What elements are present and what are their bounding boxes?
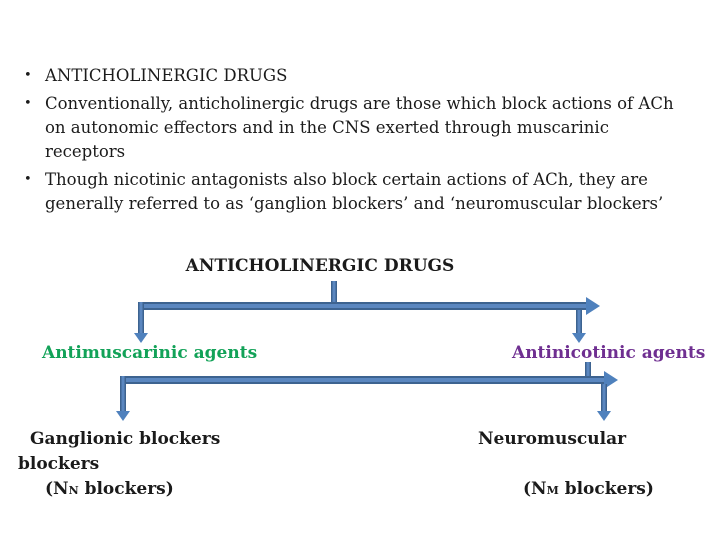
- tier2-left-drop-line: [120, 376, 126, 412]
- leaf-left-label-line2: blockers: [18, 454, 100, 474]
- tier1-left-drop-line: [138, 302, 144, 334]
- tier1-right-drop-line: [576, 310, 582, 334]
- leaf-right-label: Neuromuscular: [478, 429, 627, 449]
- tier2-right-drop-line: [601, 384, 607, 412]
- bullet-marker-icon: •: [24, 172, 32, 187]
- tier1-left-arrowhead-down-icon: [134, 333, 148, 343]
- bullet-item: • Conventionally, anticholinergic drugs …: [24, 92, 692, 164]
- tier2-right-arrowhead-down-icon: [597, 411, 611, 421]
- tier1-arrowhead-right-icon: [586, 297, 600, 315]
- tier2-left-arrowhead-down-icon: [116, 411, 130, 421]
- receptor-suffix: blockers): [558, 479, 654, 499]
- tier1-right-arrowhead-down-icon: [572, 333, 586, 343]
- bullet-text: Though nicotinic antagonists also block …: [45, 170, 664, 213]
- branch-right-stem-line: [585, 362, 591, 377]
- bullet-marker-icon: •: [24, 96, 32, 111]
- leaf-right-receptor-label: (NM blockers): [523, 479, 654, 499]
- branch-right-label: Antinicotinic agents: [512, 343, 706, 363]
- bullet-marker-icon: •: [24, 68, 32, 83]
- diagram-root-label: ANTICHOLINERGIC DRUGS: [185, 256, 455, 276]
- leaf-left-label-line1: Ganglionic blockers: [30, 429, 221, 449]
- receptor-prefix: (N: [45, 479, 69, 499]
- receptor-subscript: N: [68, 484, 79, 497]
- bullet-list: • ANTICHOLINERGIC DRUGS • Conventionally…: [24, 64, 692, 220]
- root-stem-line: [331, 281, 337, 302]
- tier2-horizontal-bar: [120, 376, 606, 384]
- receptor-suffix: blockers): [78, 479, 174, 499]
- leaf-left-receptor-label: (NN blockers): [45, 479, 174, 499]
- bullet-item: • Though nicotinic antagonists also bloc…: [24, 168, 692, 216]
- branch-left-label: Antimuscarinic agents: [42, 343, 258, 363]
- tier1-horizontal-bar: [138, 302, 588, 310]
- bullet-text: ANTICHOLINERGIC DRUGS: [45, 66, 288, 85]
- receptor-prefix: (N: [523, 479, 547, 499]
- tier2-arrowhead-right-icon: [604, 371, 618, 389]
- bullet-item: • ANTICHOLINERGIC DRUGS: [24, 64, 692, 88]
- bullet-text: Conventionally, anticholinergic drugs ar…: [45, 94, 674, 161]
- receptor-subscript: M: [546, 484, 559, 497]
